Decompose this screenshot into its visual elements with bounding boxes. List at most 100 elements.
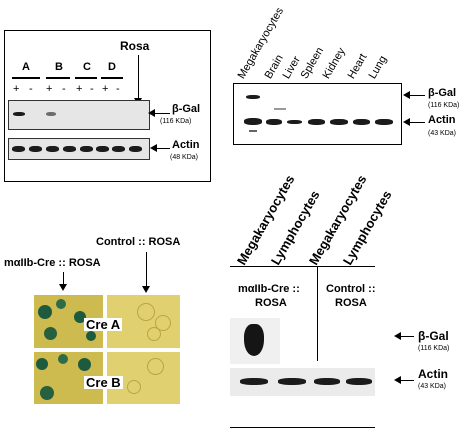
sign-3: + bbox=[46, 83, 53, 95]
panel-b-actin-arrow-head-icon bbox=[403, 118, 410, 126]
panel-a-actin-gel bbox=[8, 138, 150, 160]
panel-d-actin-band-2 bbox=[278, 378, 306, 385]
panel-b-lane-marker bbox=[249, 130, 257, 132]
panel-d-cre-label-1: mαIIb-Cre :: bbox=[238, 283, 300, 295]
panel-d-actin-band-3 bbox=[314, 378, 340, 385]
bgal-band-a-plus bbox=[13, 112, 25, 116]
panel-d-actin-gel bbox=[230, 368, 375, 396]
panel-d-bgal-kda: (116 KDa) bbox=[418, 345, 450, 352]
panel-b-actin-band-5 bbox=[330, 119, 348, 125]
panel-b-bgal-arrow-head-icon bbox=[403, 91, 410, 99]
sign-4: - bbox=[62, 83, 66, 95]
panel-b-bgal-arrow bbox=[407, 95, 425, 96]
group-underline-c bbox=[75, 77, 97, 79]
stained-cell bbox=[74, 311, 86, 323]
sign-6: - bbox=[90, 83, 94, 95]
group-underline-d bbox=[101, 77, 123, 79]
panel-b-blot bbox=[233, 83, 402, 145]
actin-band-5 bbox=[80, 146, 93, 152]
cre-b-label: Cre B bbox=[84, 375, 123, 390]
panel-b-actin-band-3 bbox=[287, 120, 302, 124]
panel-d-divider bbox=[317, 266, 318, 361]
panel-b-actin-label: Actin bbox=[428, 114, 456, 126]
actin-band-1 bbox=[12, 146, 25, 152]
group-underline-a bbox=[12, 77, 40, 79]
panel-a-actin-arrow bbox=[154, 148, 170, 149]
panel-b-actin-band-2 bbox=[266, 119, 282, 125]
panel-d-actin-label: Actin bbox=[418, 367, 448, 381]
unstained-cell bbox=[127, 380, 141, 394]
cre-arrow bbox=[63, 272, 64, 286]
unstained-cell bbox=[137, 303, 155, 321]
unstained-cell bbox=[155, 315, 171, 331]
actin-band-3 bbox=[46, 146, 59, 152]
panel-d-bgal-gel bbox=[230, 318, 280, 364]
panel-d-bgal-arrow bbox=[398, 336, 414, 337]
group-label-c: C bbox=[83, 61, 91, 73]
panel-b-actin-arrow bbox=[407, 122, 425, 123]
panel-d-bgal-label: β-Gal bbox=[418, 329, 449, 343]
rosa-arrow bbox=[138, 55, 139, 100]
stained-cell bbox=[58, 354, 68, 364]
tissue-label-lung: Lung bbox=[366, 53, 390, 81]
panel-a-frame bbox=[4, 30, 211, 182]
tissue-label-brain: Brain bbox=[262, 52, 286, 81]
panel-a-actin-label: Actin bbox=[172, 139, 200, 151]
unstained-cell bbox=[147, 327, 161, 341]
sign-8: - bbox=[116, 83, 120, 95]
actin-band-4 bbox=[63, 146, 76, 152]
panel-b-bgal-kda: (116 KDa) bbox=[428, 102, 460, 109]
panel-a-bgal-gel bbox=[8, 100, 150, 130]
bgal-band-b-plus bbox=[46, 112, 56, 116]
control-arrow bbox=[146, 252, 147, 288]
panel-a-bgal-kda: (116 KDa) bbox=[160, 118, 192, 125]
panel-d-control-label-2: ROSA bbox=[335, 297, 367, 309]
panel-d-cre-label-2: ROSA bbox=[255, 297, 287, 309]
cre-rosa-label: mαIIb-Cre :: ROSA bbox=[4, 257, 101, 269]
micrograph-control-b bbox=[107, 352, 180, 404]
control-rosa-label: Control :: ROSA bbox=[96, 236, 181, 248]
panel-a-actin-arrow-head-icon bbox=[150, 144, 157, 152]
control-arrow-head-icon bbox=[142, 286, 150, 293]
actin-band-8 bbox=[129, 146, 142, 152]
cre-arrow-head-icon bbox=[59, 284, 67, 291]
panel-a-bgal-arrow-head-icon bbox=[148, 109, 155, 117]
panel-d-frame bbox=[230, 266, 375, 428]
sign-2: - bbox=[29, 83, 33, 95]
panel-a-actin-kda: (48 KDa) bbox=[170, 154, 199, 161]
panel-d-actin-arrow bbox=[398, 380, 414, 381]
panel-d-actin-band-4 bbox=[346, 378, 372, 385]
panel-b-actin-band-1 bbox=[244, 118, 262, 125]
panel-d-actin-arrow-head-icon bbox=[394, 376, 401, 384]
panel-b-faint-band bbox=[274, 108, 286, 110]
actin-band-7 bbox=[112, 146, 125, 152]
rosa-label: Rosa bbox=[120, 39, 150, 53]
group-underline-b bbox=[46, 77, 70, 79]
panel-b-actin-band-7 bbox=[375, 119, 393, 125]
stained-cell bbox=[56, 299, 66, 309]
panel-a-bgal-arrow bbox=[152, 113, 170, 114]
stained-cell bbox=[40, 386, 54, 400]
group-label-d: D bbox=[108, 61, 116, 73]
panel-d-actin-kda: (43 KDa) bbox=[418, 383, 447, 390]
stained-cell bbox=[36, 358, 48, 370]
stained-cell bbox=[78, 358, 91, 371]
stained-cell bbox=[86, 331, 96, 341]
sign-5: + bbox=[76, 83, 83, 95]
panel-d-bgal-smear bbox=[244, 324, 264, 356]
sign-1: + bbox=[13, 83, 20, 95]
actin-band-2 bbox=[29, 146, 42, 152]
group-label-a: A bbox=[22, 61, 30, 73]
panel-d-actin-band-1 bbox=[240, 378, 268, 385]
cre-a-label: Cre A bbox=[84, 317, 123, 332]
panel-b-actin-band-6 bbox=[353, 119, 370, 125]
panel-d-bgal-arrow-head-icon bbox=[394, 332, 401, 340]
stained-cell bbox=[38, 305, 52, 319]
panel-b-bgal-label: β-Gal bbox=[428, 87, 457, 99]
panel-b-actin-band-4 bbox=[308, 119, 325, 125]
panel-a-bgal-label: β-Gal bbox=[172, 103, 201, 115]
group-label-b: B bbox=[55, 61, 63, 73]
panel-b-bgal-band bbox=[246, 95, 260, 99]
tissue-label-heart: Heart bbox=[345, 51, 370, 81]
actin-band-6 bbox=[96, 146, 109, 152]
